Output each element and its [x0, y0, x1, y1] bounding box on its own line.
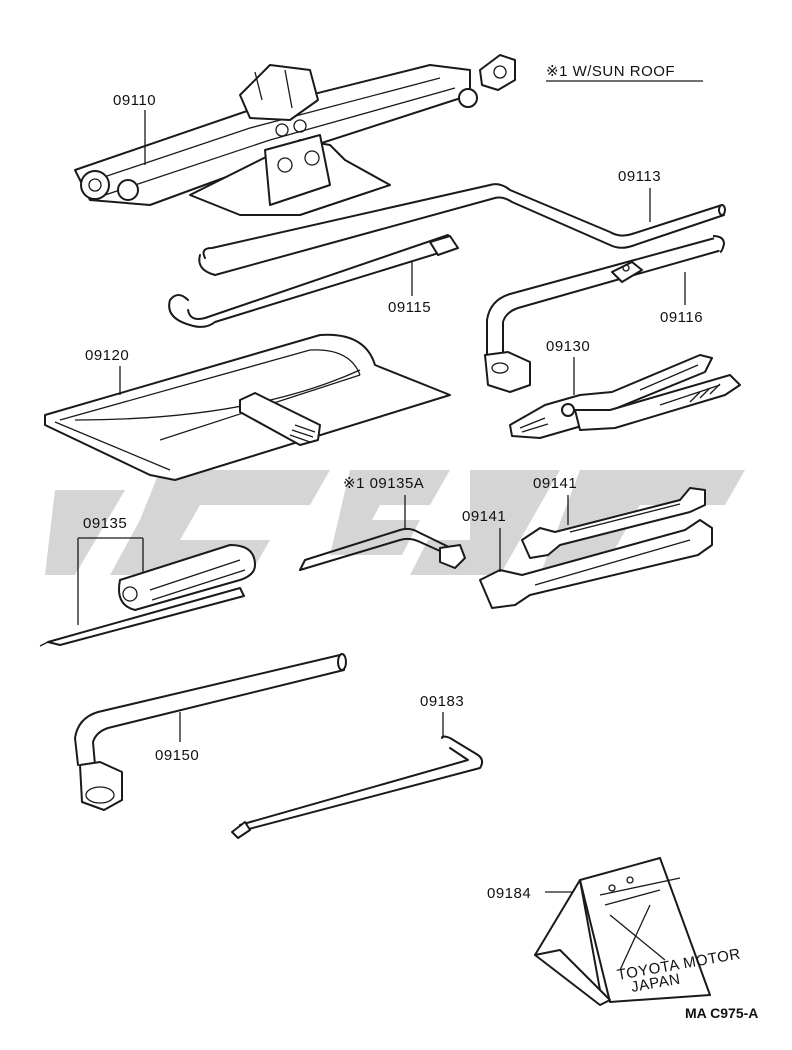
- label-wheel-nut-wrench: 09150: [155, 747, 199, 764]
- label-pliers: 09130: [546, 338, 590, 355]
- screwdriver: [39, 544, 256, 647]
- label-jack-handle: 09115: [388, 299, 431, 316]
- jack-handle: [168, 234, 459, 328]
- wheel-nut-wrench-small: [484, 235, 725, 393]
- wrench-upper: [521, 487, 706, 559]
- hook-bar: [231, 735, 484, 839]
- label-wrench-lower: 09141: [462, 508, 506, 525]
- wrench-lower: [479, 519, 713, 609]
- pliers: [509, 354, 741, 439]
- label-wheel-chock: 09184: [487, 885, 531, 902]
- jack: [74, 54, 516, 216]
- label-jack: 09110: [113, 92, 156, 109]
- sunroof-wrench: [299, 527, 466, 571]
- wheel-nut-wrench: [74, 653, 347, 811]
- label-jack-handle-extension: 09113: [618, 168, 661, 185]
- label-screwdriver: 09135: [83, 515, 127, 532]
- tool-bag: [44, 333, 451, 481]
- sun-roof-note: ※1 W/SUN ROOF: [546, 63, 675, 80]
- label-wrench-upper: 09141: [533, 475, 577, 492]
- label-tool-bag: 09120: [85, 347, 129, 364]
- wheel-chock: TOYOTA MOTOR JAPAN: [534, 857, 742, 1006]
- reference-code: MA C975-A: [685, 1005, 758, 1021]
- jack-handle-extension: [198, 183, 726, 276]
- leader-screwdriver: [77, 537, 144, 625]
- label-hook-bar: 09183: [420, 693, 464, 710]
- label-sunroof-wrench: ※1 09135A: [343, 475, 424, 492]
- label-wheel-nut-wrench-small: 09116: [660, 309, 703, 326]
